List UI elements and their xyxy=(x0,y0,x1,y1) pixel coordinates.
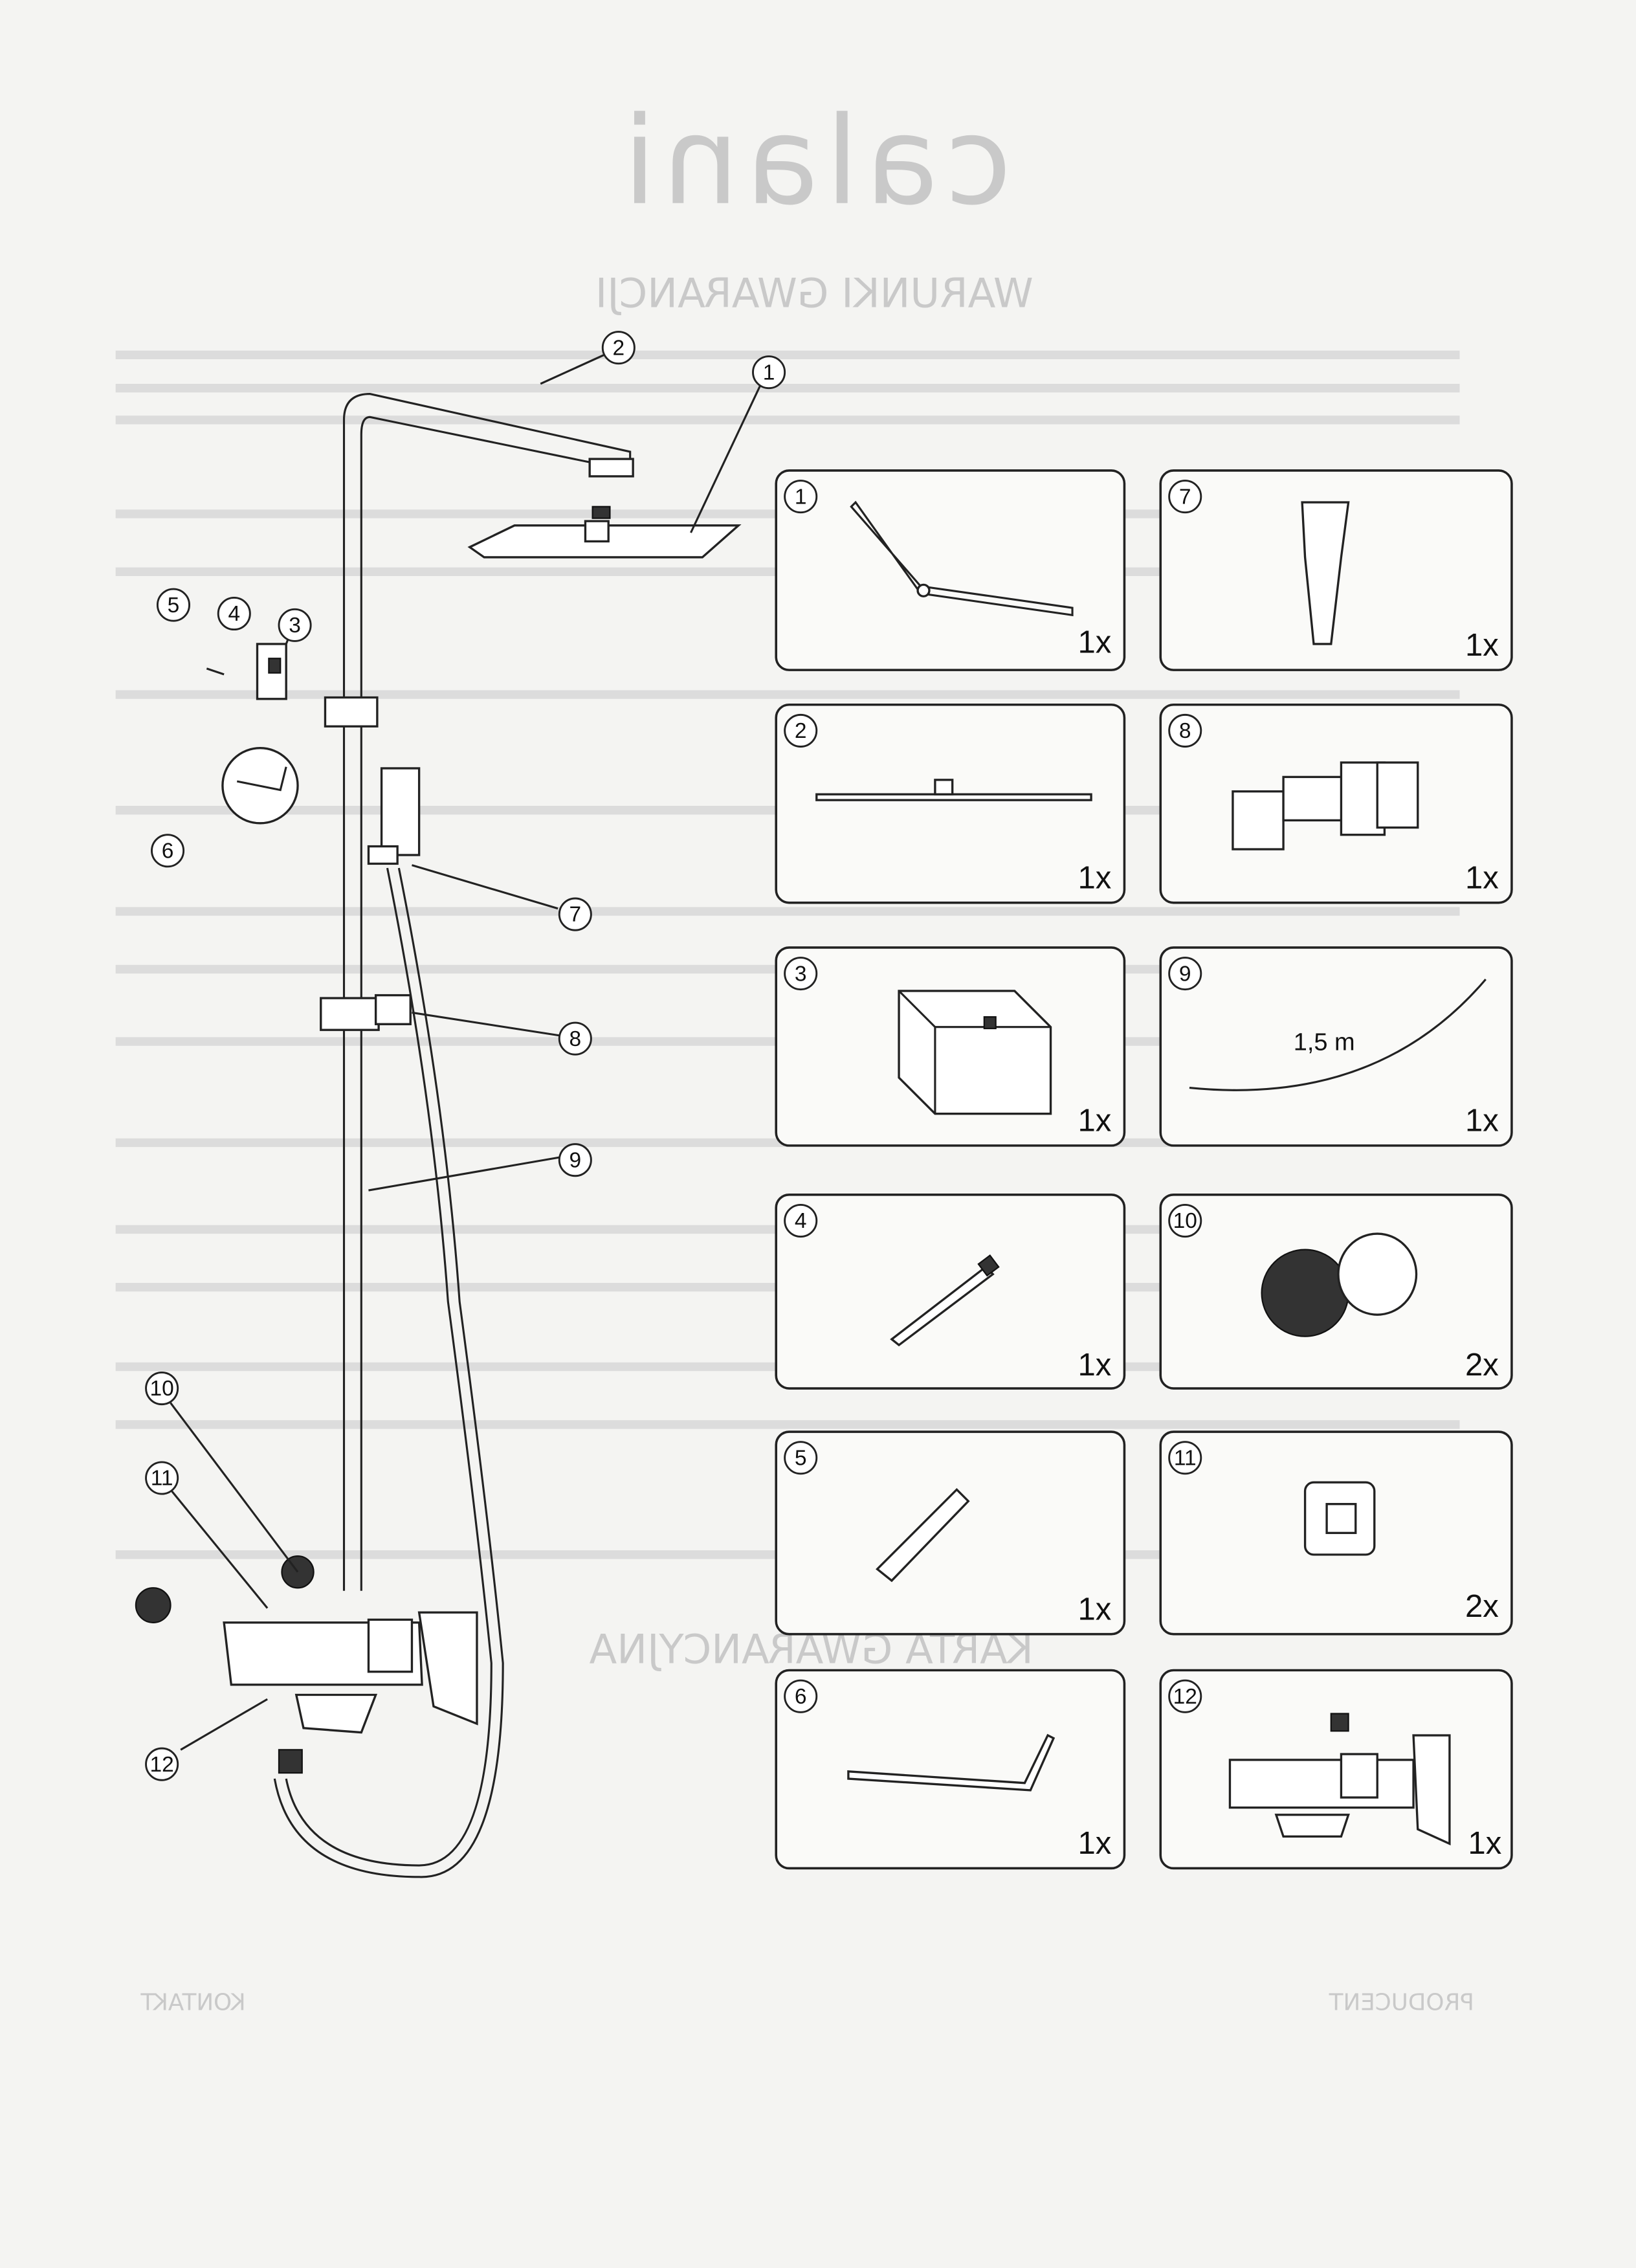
contact-label-mirrored: KONTAKT xyxy=(140,1989,245,2016)
svg-text:8: 8 xyxy=(1179,719,1191,743)
callout-10: 10 xyxy=(145,1372,179,1406)
callout-2: 2 xyxy=(601,331,636,365)
part-box-9: 9 1,5 m 1x xyxy=(1159,946,1513,1147)
svg-text:1: 1 xyxy=(763,361,775,384)
svg-text:9: 9 xyxy=(1179,962,1191,986)
callout-4: 4 xyxy=(217,597,251,631)
callout-5: 5 xyxy=(156,588,191,622)
part-9-quantity: 1x xyxy=(1465,1104,1499,1139)
svg-text:6: 6 xyxy=(162,839,174,863)
svg-text:12: 12 xyxy=(149,1753,173,1777)
part-box-7: 7 1x xyxy=(1159,469,1513,671)
part-7-quantity: 1x xyxy=(1465,628,1499,663)
svg-text:10: 10 xyxy=(149,1377,173,1401)
part-box-2: 2 1x xyxy=(775,703,1126,904)
svg-text:11: 11 xyxy=(1174,1446,1197,1470)
svg-text:3: 3 xyxy=(795,962,807,986)
part-box-4: 4 1x xyxy=(775,1194,1126,1390)
svg-text:7: 7 xyxy=(1179,485,1191,509)
part-box-12: 12 1x xyxy=(1159,1669,1513,1870)
svg-text:4: 4 xyxy=(795,1209,807,1233)
svg-text:10: 10 xyxy=(1173,1209,1197,1233)
callout-11: 11 xyxy=(145,1461,179,1495)
svg-text:3: 3 xyxy=(289,614,301,638)
callout-7: 7 xyxy=(558,897,592,931)
callout-9: 9 xyxy=(558,1143,592,1177)
part-1-quantity: 1x xyxy=(1078,625,1111,660)
part-box-11: 11 2x xyxy=(1159,1430,1513,1636)
svg-text:6: 6 xyxy=(795,1685,807,1709)
part-box-1: 1 1x xyxy=(775,469,1126,671)
part-6-quantity: 1x xyxy=(1078,1826,1111,1861)
part-box-8: 8 1x xyxy=(1159,703,1513,904)
part-5-quantity: 1x xyxy=(1078,1592,1111,1627)
part-10-quantity: 2x xyxy=(1465,1348,1499,1383)
part-11-quantity: 2x xyxy=(1465,1589,1499,1624)
assembly-callouts: 1 2 3 4 5 6 7 8 9 10 11 12 xyxy=(145,331,786,1781)
svg-text:1: 1 xyxy=(795,485,807,509)
svg-text:9: 9 xyxy=(569,1148,582,1172)
part-8-quantity: 1x xyxy=(1465,860,1499,895)
svg-text:4: 4 xyxy=(228,602,240,626)
shower-assembly-drawing xyxy=(135,393,742,1878)
part-4-quantity: 1x xyxy=(1078,1348,1111,1383)
part-box-6: 6 1x xyxy=(775,1669,1126,1870)
part-box-10: 10 2x xyxy=(1159,1194,1513,1390)
part-3-quantity: 1x xyxy=(1078,1104,1111,1139)
part-12-quantity: 1x xyxy=(1468,1826,1501,1861)
callout-1: 1 xyxy=(752,355,786,390)
part-box-3: 3 1x xyxy=(775,946,1126,1147)
svg-text:12: 12 xyxy=(1173,1685,1197,1709)
svg-text:5: 5 xyxy=(168,594,180,617)
svg-text:7: 7 xyxy=(569,903,582,927)
brand-logo-mirrored: calani xyxy=(617,91,1012,232)
warranty-terms-heading-mirrored: WARUNKI GWARANCJI xyxy=(595,270,1034,317)
producer-label-mirrored: PRODUCENT xyxy=(1329,1989,1474,2016)
svg-text:11: 11 xyxy=(151,1467,173,1491)
svg-text:2: 2 xyxy=(613,336,625,360)
svg-text:8: 8 xyxy=(569,1027,582,1051)
svg-text:5: 5 xyxy=(795,1446,807,1470)
part-2-quantity: 1x xyxy=(1078,860,1111,895)
part-box-5: 5 1x xyxy=(775,1430,1126,1636)
callout-12: 12 xyxy=(145,1747,179,1781)
svg-text:2: 2 xyxy=(795,719,807,743)
callout-3: 3 xyxy=(278,608,312,642)
part-9-length: 1,5 m xyxy=(1294,1028,1355,1056)
callout-6: 6 xyxy=(151,834,185,868)
callout-8: 8 xyxy=(558,1021,592,1056)
